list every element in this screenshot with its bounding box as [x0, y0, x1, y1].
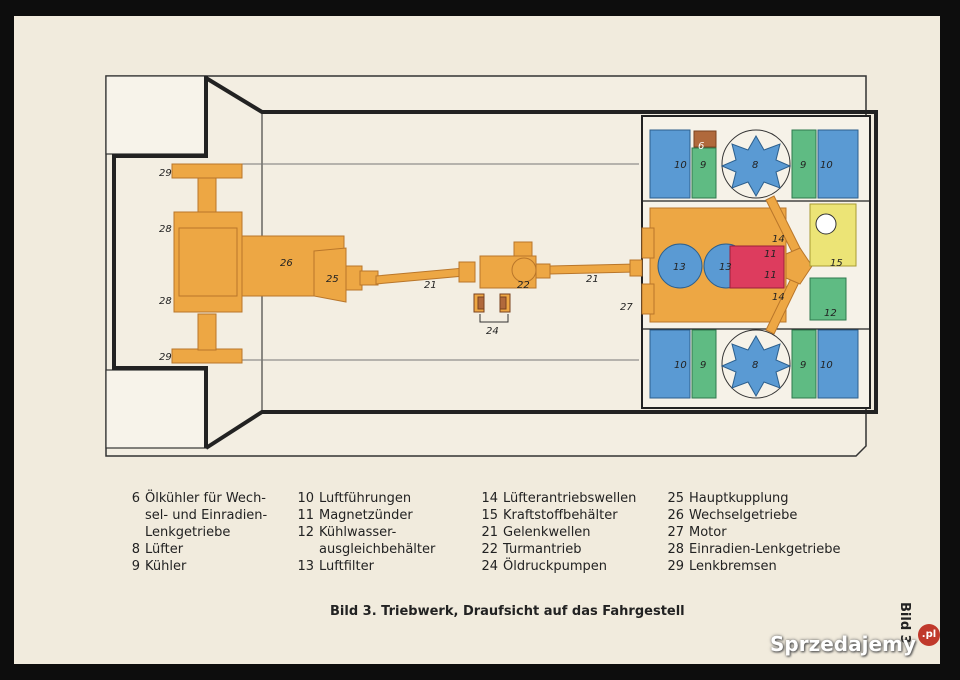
label-10-bottom-left: 10 [674, 360, 687, 371]
label-9-top-right: 9 [800, 160, 806, 171]
legend-item: sel- und Einradien- [145, 508, 268, 523]
fuel-cap-icon [815, 213, 837, 235]
label-22: 22 [517, 280, 530, 291]
label-25: 25 [326, 274, 339, 285]
diagram-sheet: 29 29 28 28 26 25 21 21 22 24 27 6 10 9 … [14, 16, 940, 664]
label-10-top-right: 10 [820, 160, 833, 171]
label-8-bottom: 8 [752, 360, 758, 371]
legend-item: ausgleichbehälter [319, 542, 436, 557]
drive-shaft-rear [549, 263, 639, 275]
label-9-bottom-left: 9 [700, 360, 706, 371]
label-8-top: 8 [752, 160, 758, 171]
label-14-bottom: 14 [772, 292, 785, 303]
fan-bottom [720, 329, 792, 399]
front-left-cutout [105, 75, 207, 155]
radiator-right-bottom [791, 329, 817, 399]
label-29-bottom: 29 [159, 352, 172, 363]
label-13-left: 13 [673, 262, 686, 273]
main-clutch [313, 247, 347, 303]
gearbox-assembly [171, 163, 643, 364]
label-10-bottom-right: 10 [820, 360, 833, 371]
engine [641, 207, 787, 323]
oil-cooler [693, 130, 717, 148]
front-right-cutout [105, 369, 207, 449]
label-6: 6 [698, 141, 704, 152]
label-9-top-left: 9 [700, 160, 706, 171]
legend-item: Lenkgetriebe [145, 525, 231, 540]
watermark-logo: Sprzedajemy [770, 632, 916, 656]
radiators-bottom [649, 329, 859, 399]
air-duct-left-bottom [649, 329, 691, 399]
label-21-rear: 21 [586, 274, 599, 285]
label-26: 26 [280, 258, 293, 269]
label-28-top: 28 [159, 224, 172, 235]
coolant-tank [809, 277, 847, 321]
figure-caption: Bild 3. Triebwerk, Draufsicht auf das Fa… [330, 604, 685, 619]
oil-pumps [473, 293, 511, 313]
label-15: 15 [830, 258, 843, 269]
label-11-top: 11 [764, 249, 777, 260]
fan-top [720, 129, 792, 199]
label-21-front: 21 [424, 280, 437, 291]
drive-shaft-joint [359, 270, 379, 286]
radiator-left-bottom [691, 329, 717, 399]
radiators-top [649, 129, 859, 199]
label-12: 12 [824, 308, 837, 319]
inner-hull [112, 76, 878, 450]
radiator-right-top [791, 129, 817, 199]
label-28-bottom: 28 [159, 296, 172, 307]
label-11-bottom: 11 [764, 270, 777, 281]
air-duct-right-bottom [817, 329, 859, 399]
air-duct-right-top [817, 129, 859, 199]
drivetrain-top-view: 29 29 28 28 26 25 21 21 22 24 27 6 10 9 … [105, 75, 878, 457]
watermark-badge: .pl [918, 624, 940, 646]
radiator-left-top [691, 147, 717, 199]
label-29-top: 29 [159, 168, 172, 179]
label-9-bottom-right: 9 [800, 360, 806, 371]
steering-brake-bottom [171, 348, 243, 364]
air-filter-left [657, 243, 703, 289]
air-duct-left-top [649, 129, 691, 199]
label-14-top: 14 [772, 234, 785, 245]
label-27: 27 [620, 302, 633, 313]
fan-drive-shafts [765, 195, 813, 335]
label-24: 24 [486, 326, 499, 337]
fuel-tank [809, 203, 857, 267]
steering-brake-top [171, 163, 243, 179]
label-10-top-left: 10 [674, 160, 687, 171]
label-13-right: 13 [719, 262, 732, 273]
magneto [729, 245, 785, 289]
